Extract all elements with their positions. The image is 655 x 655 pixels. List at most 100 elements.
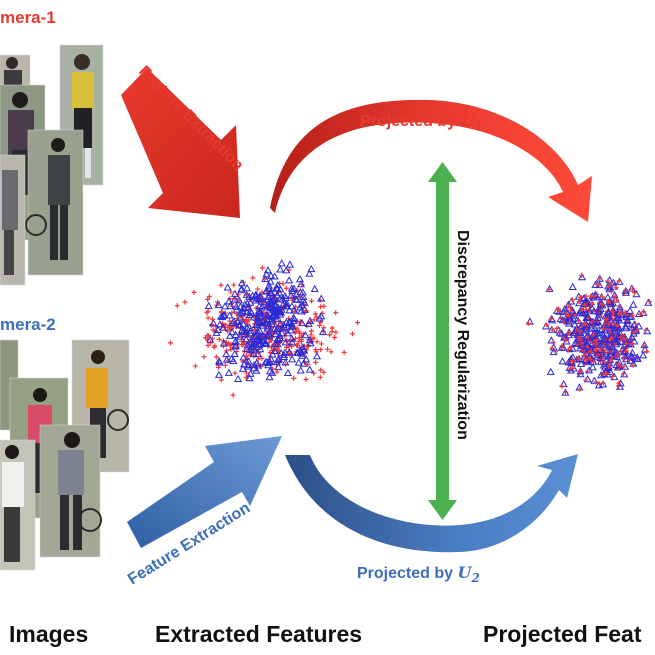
red-plus-marker <box>609 356 615 362</box>
red-plus-marker <box>637 311 643 317</box>
red-plus-marker <box>616 303 622 309</box>
red-plus-marker <box>622 309 628 315</box>
blue-triangle-marker <box>594 307 603 315</box>
blue-triangle-marker <box>232 302 241 310</box>
blue-triangle-marker <box>242 335 251 343</box>
blue-triangle-marker <box>570 320 579 328</box>
blue-triangle-marker <box>317 294 326 302</box>
red-plus-marker <box>316 323 322 329</box>
red-plus-marker <box>311 317 317 323</box>
blue-triangle-marker <box>300 298 309 306</box>
red-plus-marker <box>349 331 355 337</box>
blue-triangle-marker <box>305 269 314 277</box>
blue-triangle-marker <box>261 338 270 347</box>
red-plus-marker <box>623 341 629 347</box>
red-plus-marker <box>646 299 652 305</box>
red-plus-marker <box>182 299 188 305</box>
blue-triangle-marker <box>264 292 273 301</box>
blue-triangle-marker <box>639 308 648 316</box>
red-plus-marker <box>598 358 604 364</box>
red-plus-marker <box>614 297 620 303</box>
red-plus-marker <box>259 355 265 361</box>
red-plus-marker <box>557 329 563 335</box>
blue-triangle-marker <box>229 356 238 364</box>
red-plus-marker <box>559 383 565 389</box>
red-plus-marker <box>328 349 334 355</box>
blue-triangle-marker <box>301 331 310 339</box>
red-plus-marker <box>325 346 331 352</box>
blue-triangle-marker <box>219 323 228 331</box>
blue-triangle-marker <box>305 365 314 373</box>
blue-triangle-marker <box>604 363 613 371</box>
blue-triangle-marker <box>268 298 277 306</box>
blue-triangle-marker <box>590 323 599 331</box>
blue-triangle-marker <box>281 358 290 366</box>
blue-triangle-marker <box>294 358 303 366</box>
blue-triangle-marker <box>236 313 245 321</box>
blue-triangle-marker <box>268 311 277 319</box>
blue-triangle-marker <box>593 328 602 337</box>
camera-2-label: mera-2 <box>0 315 56 334</box>
blue-triangle-marker <box>281 293 290 302</box>
blue-triangle-marker <box>633 354 642 363</box>
projection-arrow-bottom <box>285 454 578 553</box>
red-plus-marker <box>603 316 609 322</box>
pedestrian-photo-icon <box>0 154 26 286</box>
blue-triangle-marker <box>574 299 584 307</box>
red-plus-marker <box>569 297 575 303</box>
projection-label-bottom: Projected by U2 <box>357 563 480 585</box>
blue-triangle-marker <box>261 358 270 366</box>
red-plus-marker <box>333 310 339 316</box>
blue-triangle-marker <box>288 355 297 363</box>
red-plus-marker <box>565 330 571 336</box>
blue-triangle-marker <box>276 265 285 273</box>
red-plus-marker <box>593 341 599 347</box>
blue-triangle-marker <box>231 341 240 349</box>
red-plus-marker <box>250 275 256 281</box>
red-plus-marker <box>577 386 583 392</box>
red-plus-marker <box>568 307 574 313</box>
blue-triangle-marker <box>288 286 297 295</box>
blue-triangle-marker <box>263 266 273 274</box>
blue-triangle-marker <box>264 299 273 307</box>
blue-triangle-marker <box>643 327 652 335</box>
blue-triangle-marker <box>277 259 286 267</box>
blue-triangle-marker <box>265 329 274 337</box>
red-plus-marker <box>630 362 636 368</box>
blue-triangle-marker <box>276 319 285 327</box>
blue-triangle-marker <box>238 364 247 372</box>
blue-triangle-marker <box>230 295 239 303</box>
red-plus-marker <box>327 332 333 338</box>
blue-triangle-marker <box>215 320 224 328</box>
blue-triangle-marker <box>214 356 224 365</box>
blue-triangle-marker <box>282 318 291 326</box>
blue-triangle-marker <box>268 368 277 376</box>
blue-triangle-marker <box>245 323 254 331</box>
blue-triangle-marker <box>240 360 249 368</box>
blue-triangle-marker <box>242 290 251 298</box>
blue-triangle-marker <box>253 319 262 327</box>
blue-triangle-marker <box>262 270 271 278</box>
red-plus-marker <box>309 328 315 334</box>
blue-triangle-marker <box>607 343 616 351</box>
red-plus-marker <box>590 332 596 338</box>
red-plus-marker <box>223 322 229 328</box>
blue-triangle-marker <box>282 302 291 310</box>
red-plus-marker <box>227 318 233 324</box>
blue-triangle-marker <box>265 284 274 292</box>
blue-triangle-marker <box>291 295 300 303</box>
red-plus-marker <box>227 343 233 349</box>
blue-triangle-marker <box>582 322 591 330</box>
red-plus-marker <box>269 344 275 350</box>
blue-triangle-marker <box>242 283 252 292</box>
blue-triangle-marker <box>596 297 605 305</box>
caption-extracted-features: Extracted Features <box>155 621 362 647</box>
red-plus-marker <box>581 321 587 327</box>
caption-projected-features: Projected Feat <box>483 621 642 647</box>
blue-triangle-marker <box>225 311 234 319</box>
red-plus-marker <box>230 392 236 398</box>
blue-triangle-marker <box>255 301 264 310</box>
blue-triangle-marker <box>230 349 239 357</box>
red-plus-marker <box>566 303 572 309</box>
